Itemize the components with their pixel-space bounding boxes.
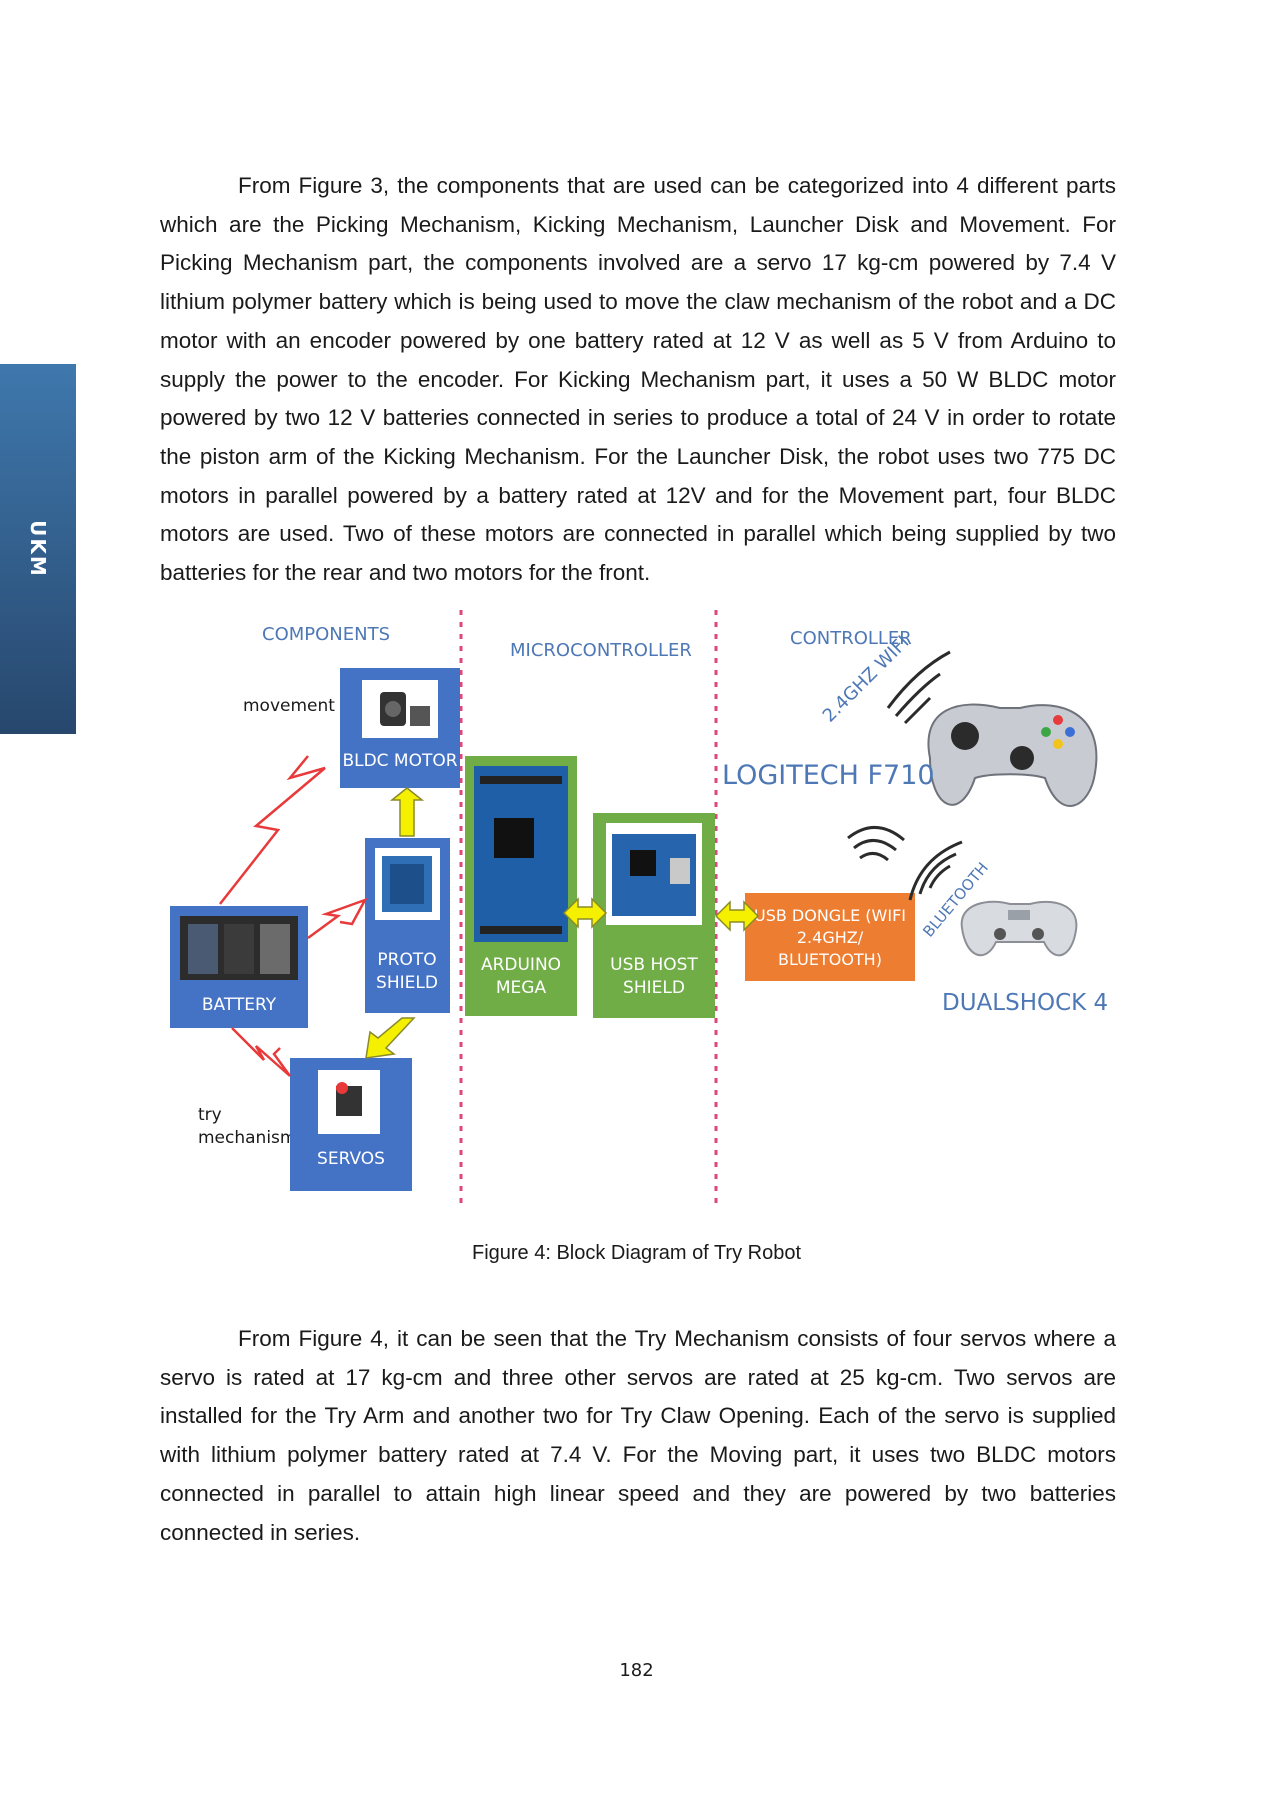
battery-box: BATTERY	[170, 906, 308, 1028]
header-microcontroller: MICROCONTROLLER	[510, 640, 692, 661]
bolt-battery-servos	[231, 1027, 292, 1077]
proto-shield-label-1: PROTO	[377, 950, 436, 970]
side-tab: UKM	[0, 364, 76, 734]
arrow-proto-to-bldc	[389, 787, 425, 837]
usb-dongle-label-3: BLUETOOTH)	[778, 950, 882, 969]
arrow-usbhost-dongle	[714, 900, 760, 932]
block-diagram-figure: COMPONENTS MICROCONTROLLER CONTROLLER mo…	[160, 608, 1110, 1213]
dualshock-label: DUALSHOCK 4	[942, 990, 1108, 1016]
label-mechanism: mechanism	[198, 1128, 296, 1148]
arduino-mega-label-1: ARDUINO	[481, 955, 561, 975]
arrow-arduino-usbhost	[562, 897, 608, 929]
side-tab-label: UKM	[26, 520, 50, 578]
label-try: try	[198, 1105, 222, 1125]
arduino-mega-box: ARDUINO MEGA	[465, 756, 577, 1016]
page-number: 182	[619, 1660, 654, 1681]
label-movement: movement	[243, 696, 335, 716]
paragraph-1-text: From Figure 3, the components that are u…	[160, 173, 1116, 586]
bldc-motor-label: BLDC MOTOR	[342, 751, 457, 771]
bldc-motor-box: BLDC MOTOR	[340, 668, 460, 788]
bluetooth-signal-icon	[908, 840, 963, 901]
usb-host-shield-label-2: SHIELD	[623, 978, 685, 998]
figure-caption: Figure 4: Block Diagram of Try Robot	[471, 1242, 801, 1264]
bolt-battery-bldc	[219, 755, 326, 905]
servos-label: SERVOS	[317, 1149, 385, 1169]
battery-label: BATTERY	[202, 995, 277, 1015]
arrow-proto-to-servos	[365, 1017, 416, 1059]
bolt-battery-proto	[307, 897, 368, 940]
logitech-label: LOGITECH F710	[722, 760, 935, 791]
yellow-arrows	[365, 787, 760, 1059]
arduino-mega-label-2: MEGA	[496, 978, 547, 998]
header-components: COMPONENTS	[262, 624, 390, 645]
usb-host-shield-box: USB HOST SHIELD	[593, 813, 715, 1018]
red-bolts	[219, 755, 368, 1077]
wifi-signal-icon	[886, 650, 951, 725]
usb-dongle-label-2: 2.4GHZ/	[797, 928, 864, 947]
usb-dongle-box: USB DONGLE (WIFI 2.4GHZ/ BLUETOOTH)	[745, 893, 915, 981]
dualshock-gamepad-icon	[960, 900, 1078, 957]
logitech-gamepad-icon	[927, 703, 1098, 807]
paragraph-2: From Figure 4, it can be seen that the T…	[160, 1320, 1116, 1552]
servos-box: SERVOS	[290, 1058, 412, 1191]
proto-shield-box: PROTO SHIELD	[365, 838, 450, 1013]
usb-dongle-label-1: USB DONGLE (WIFI	[754, 906, 906, 925]
block-diagram-svg: COMPONENTS MICROCONTROLLER CONTROLLER mo…	[170, 610, 1108, 1208]
paragraph-2-text: From Figure 4, it can be seen that the T…	[160, 1326, 1116, 1545]
header-controller: CONTROLLER	[790, 628, 912, 649]
proto-shield-label-2: SHIELD	[376, 973, 438, 993]
usb-host-shield-label-1: USB HOST	[610, 955, 698, 975]
signal-to-dongle-icon	[847, 826, 905, 862]
paragraph-1: From Figure 3, the components that are u…	[160, 167, 1116, 593]
